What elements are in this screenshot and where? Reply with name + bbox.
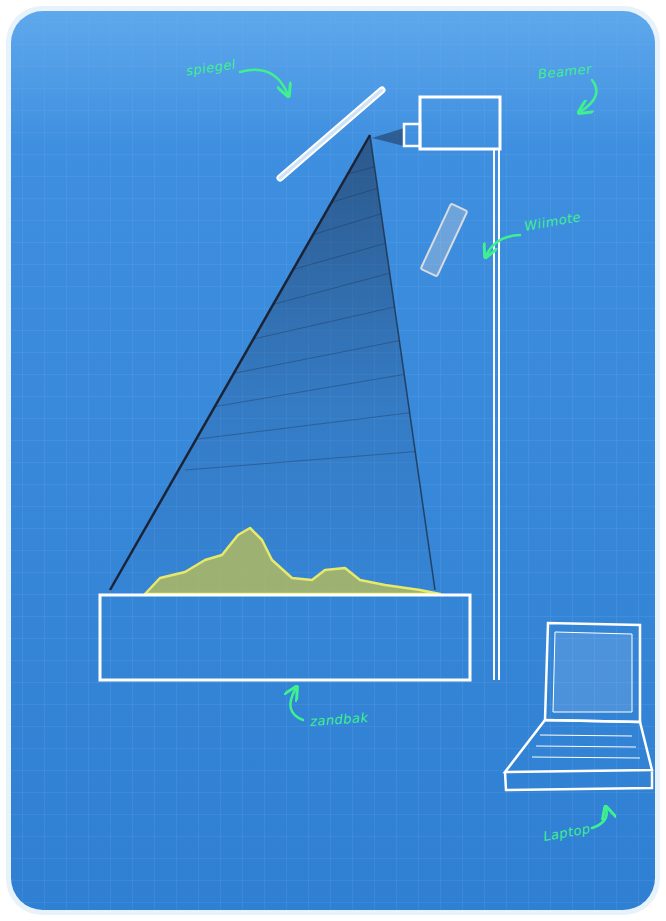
beamer-body [420,97,500,149]
laptop-screen [545,623,640,722]
beam-hatching [185,160,435,470]
card-background [11,11,655,910]
sand-mountains [145,528,440,594]
laptop-base [505,720,652,790]
card-glow [6,6,660,915]
laptop-display [553,632,632,712]
beam-edge [370,135,435,590]
sandbox [100,595,470,680]
laptop-keys [532,735,640,758]
beam-edge [110,135,370,590]
callout-arrows [240,70,607,828]
projection-beam [110,135,435,590]
tripod-pole [494,149,499,680]
blueprint-grid [11,11,655,910]
beamer-lens [404,124,420,146]
mirror-face [280,90,382,178]
mirror [280,90,382,178]
lens-beam [372,128,404,146]
wiimote [421,204,468,277]
